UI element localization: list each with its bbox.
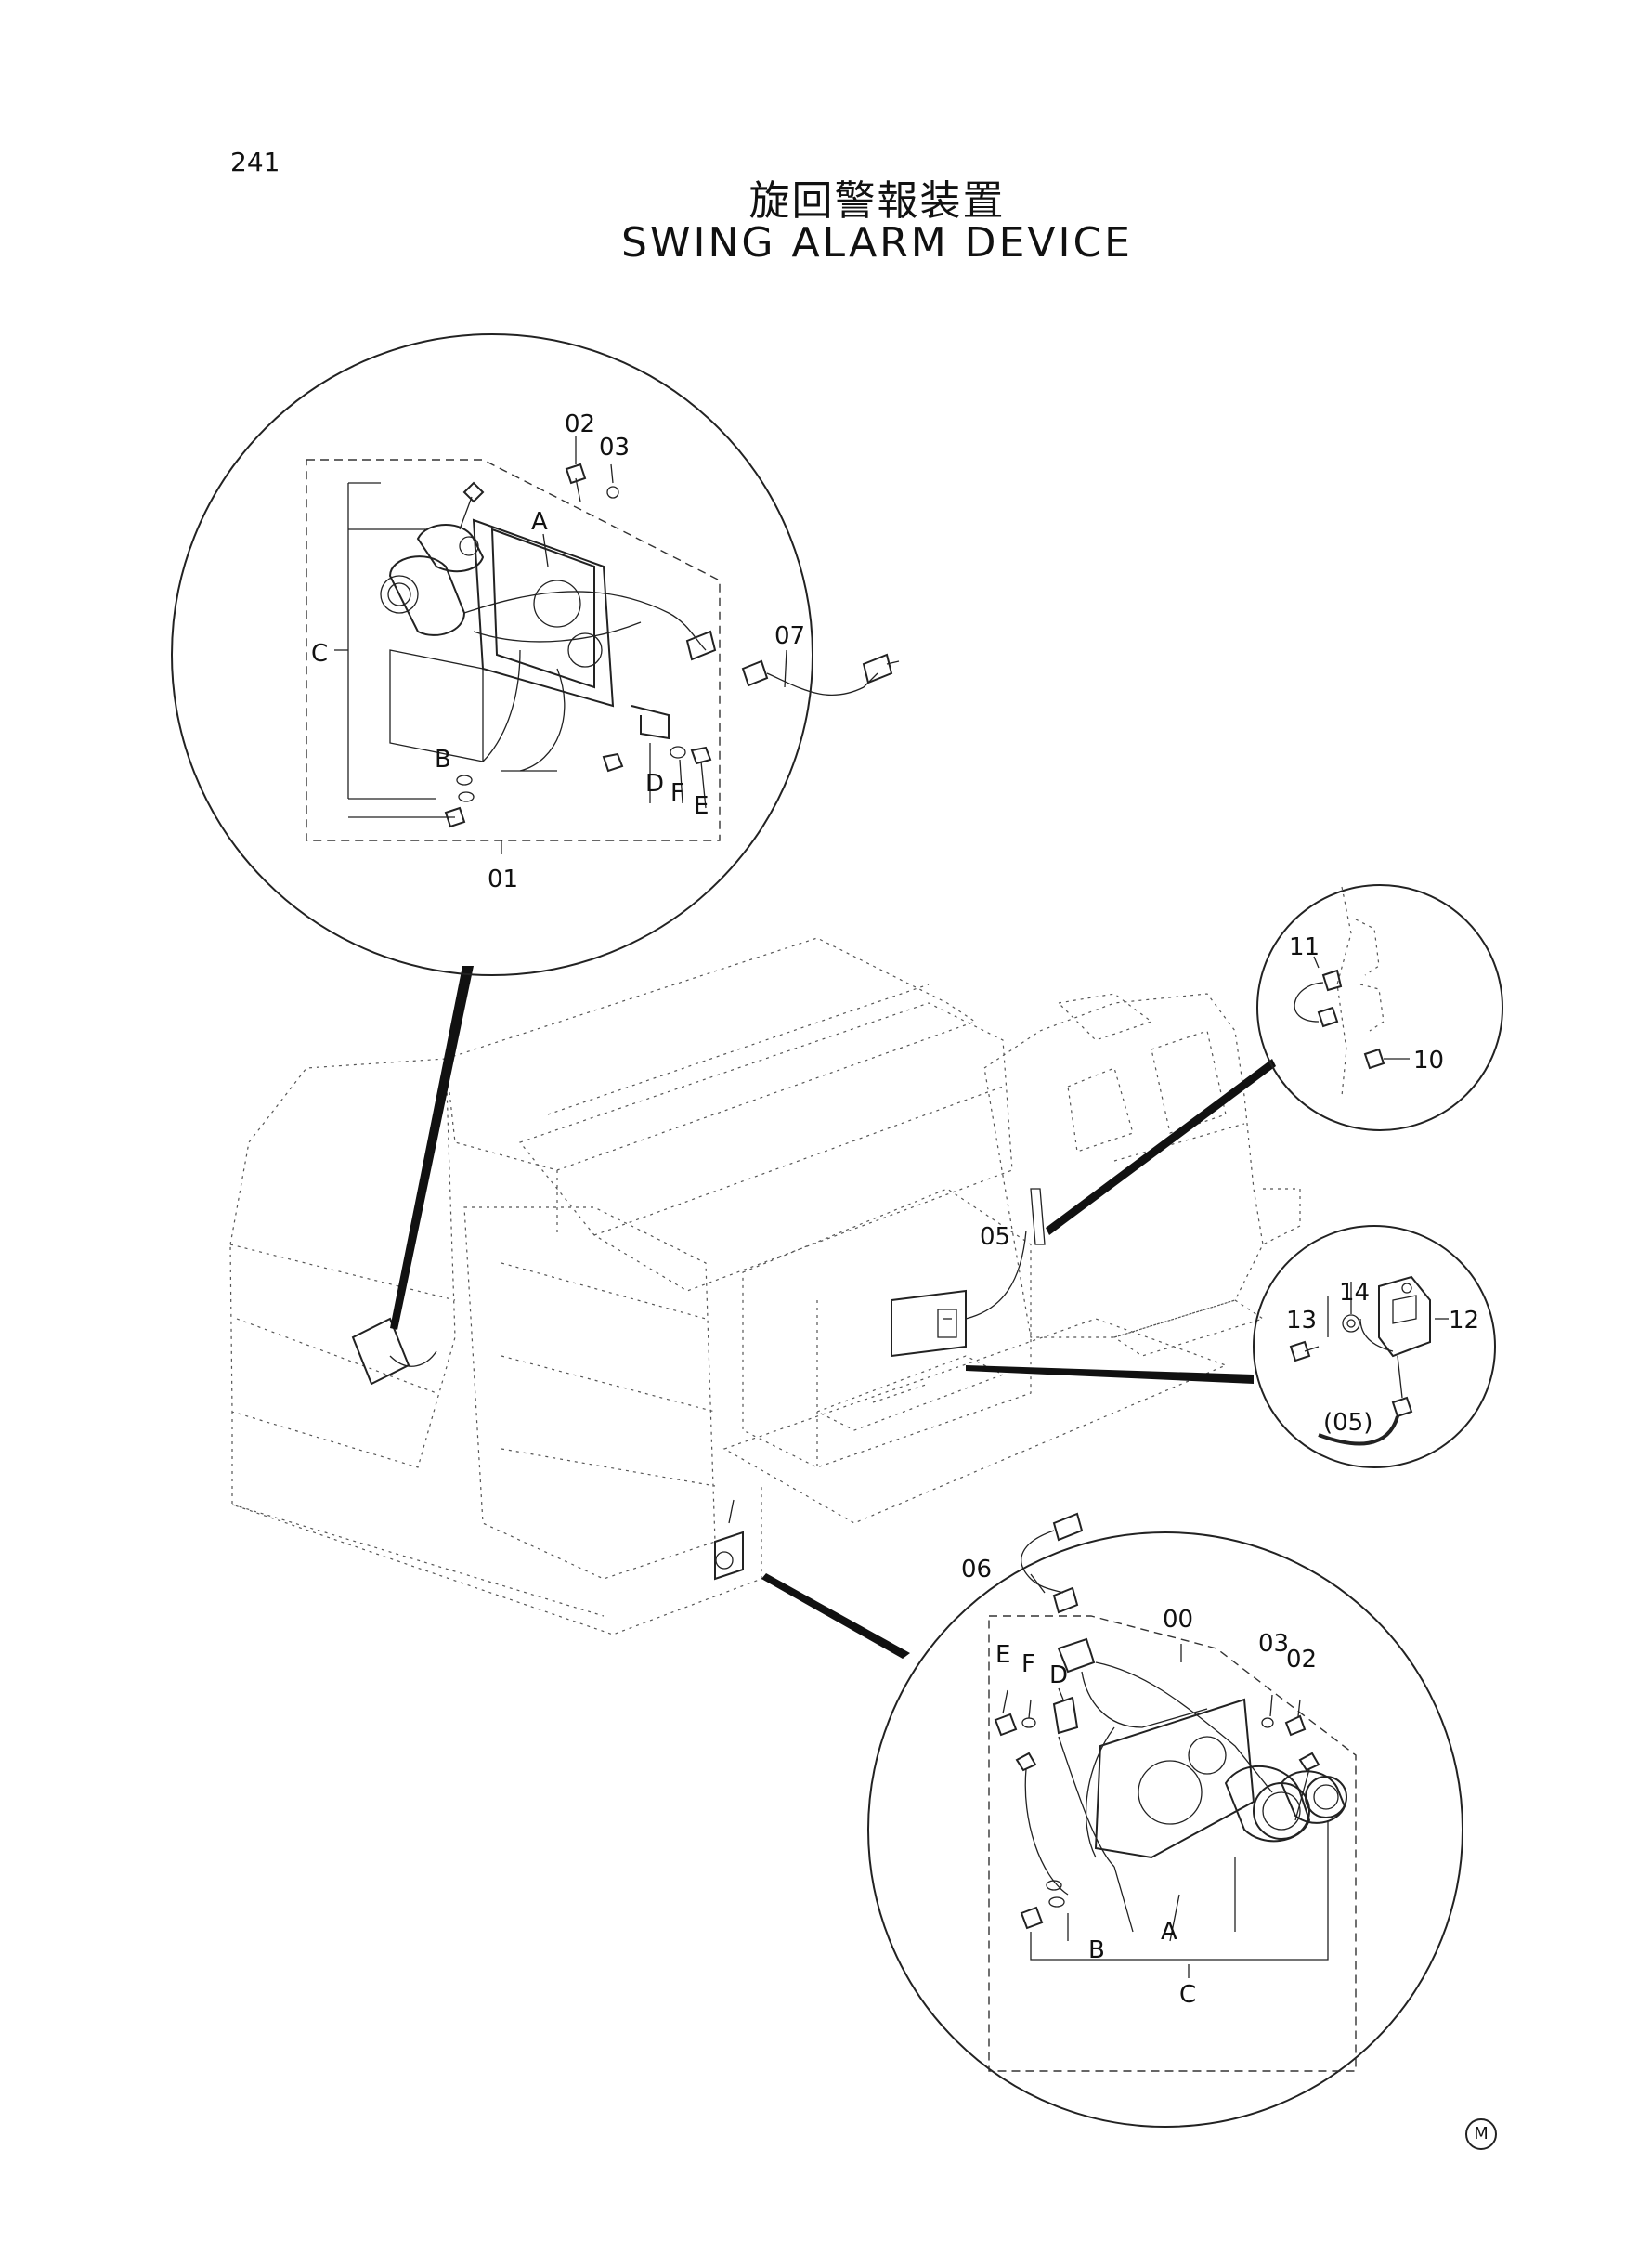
callout-top-02: 02 xyxy=(565,410,595,438)
page-title-japanese: 旋回警報装置 xyxy=(748,177,1006,225)
excavator-upper-structure xyxy=(229,937,1301,1635)
callout-machine-05: 05 xyxy=(980,1223,1010,1251)
callout-upper-right-11: 11 xyxy=(1289,933,1320,961)
callout-bottom-02: 02 xyxy=(1286,1646,1317,1674)
detail-circle-top: 02 03 A C 07 B D F E 01 xyxy=(171,333,900,976)
page-number: 241 xyxy=(230,147,280,177)
callout-top-03: 03 xyxy=(599,434,630,462)
callout-bottom-A: A xyxy=(1161,1918,1177,1946)
detail-leaders xyxy=(390,966,1276,1659)
callout-top-A: A xyxy=(531,508,548,536)
callout-middle-right-13: 13 xyxy=(1286,1307,1317,1335)
detail-circle-bottom: 06 00 E F D 03 02 A B C xyxy=(867,1512,1463,2128)
callout-top-C: C xyxy=(311,640,328,668)
callout-bottom-F: F xyxy=(1021,1650,1035,1678)
page-title-english: SWING ALARM DEVICE xyxy=(621,219,1133,267)
callout-bottom-03: 03 xyxy=(1258,1630,1289,1658)
callout-top-B: B xyxy=(435,746,451,774)
callout-top-F: F xyxy=(670,779,684,807)
callout-bottom-00: 00 xyxy=(1163,1606,1193,1634)
callout-bottom-E: E xyxy=(995,1641,1010,1669)
callout-upper-right-10: 10 xyxy=(1413,1047,1444,1075)
footer-circled-mark: M xyxy=(1465,2118,1497,2150)
callout-middle-right-14: 14 xyxy=(1339,1279,1370,1307)
detail-circle-middle-right: 13 14 12 (05) xyxy=(1253,1225,1496,1468)
detail-circle-upper-right: 11 10 xyxy=(1256,884,1503,1131)
callout-bottom-D: D xyxy=(1049,1661,1068,1689)
callout-top-D: D xyxy=(645,770,664,798)
callout-middle-right-12: 12 xyxy=(1449,1307,1479,1335)
callout-middle-right-05-ref: (05) xyxy=(1323,1409,1372,1437)
callout-top-E: E xyxy=(694,792,709,820)
callout-top-07: 07 xyxy=(774,622,805,650)
callout-bottom-06: 06 xyxy=(961,1556,992,1583)
callout-bottom-B: B xyxy=(1088,1936,1105,1964)
callout-bottom-C: C xyxy=(1179,1981,1196,2009)
callout-top-01: 01 xyxy=(488,866,518,893)
